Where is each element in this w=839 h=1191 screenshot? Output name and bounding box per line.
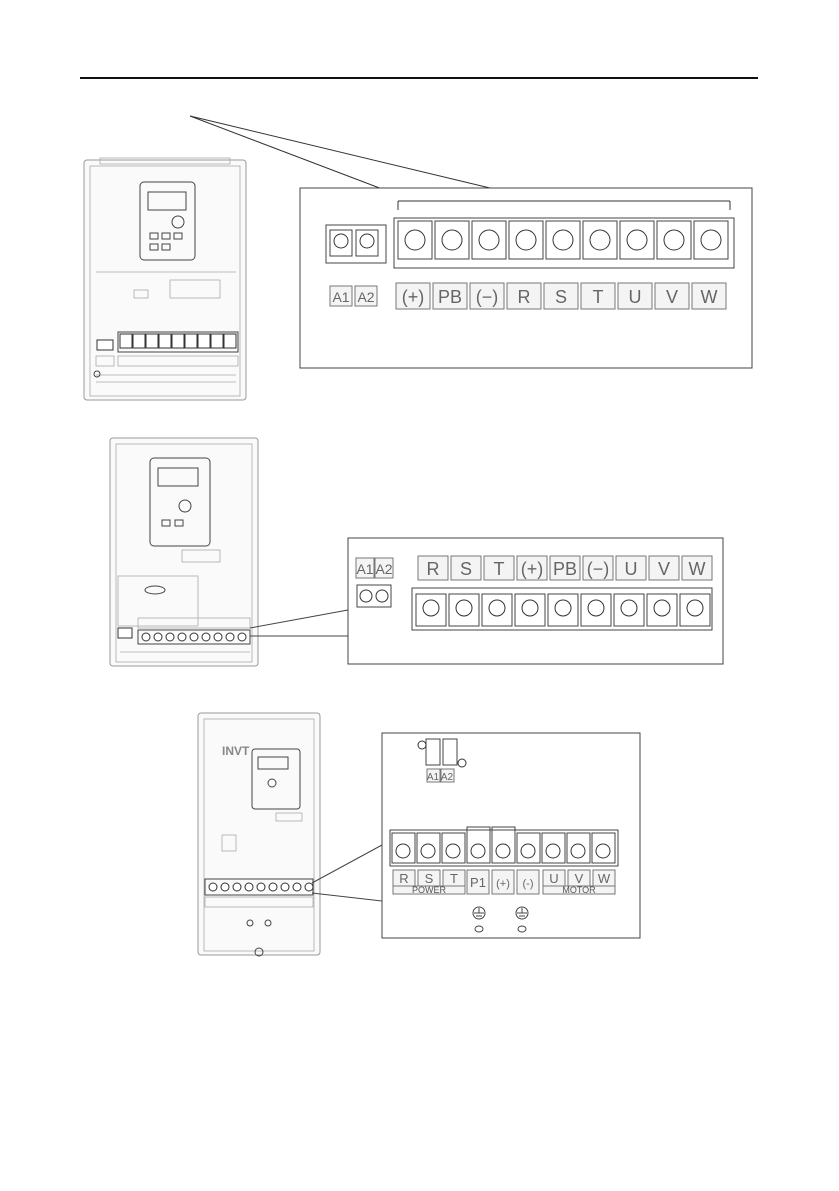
terminal-label: (−) xyxy=(587,559,610,579)
terminal-label: (+) xyxy=(521,559,544,579)
terminal-label: S xyxy=(425,871,434,886)
diagram-2-device-terminals xyxy=(142,633,246,641)
terminal-label: U xyxy=(629,287,642,307)
diagram-3-device: INVT xyxy=(198,713,320,956)
terminal-label: PB xyxy=(438,287,462,307)
aux-label: A1 xyxy=(427,772,440,783)
aux-label: A1 xyxy=(356,561,373,577)
diagram-2-device xyxy=(110,438,258,666)
diagram-2-terminal-labels: R S T (+) PB (−) U V W xyxy=(418,556,712,580)
terminal-label: T xyxy=(450,871,458,886)
brand-logo-text: INVT xyxy=(222,744,250,758)
aux-label: A1 xyxy=(332,289,349,305)
header-rule xyxy=(80,77,758,79)
terminal-label: U xyxy=(625,559,638,579)
aux-label: A2 xyxy=(441,772,454,783)
diagram-3-detail-panel xyxy=(382,733,640,938)
terminal-label: (+) xyxy=(402,287,425,307)
aux-label: A2 xyxy=(357,289,374,305)
terminal-label: PB xyxy=(553,559,577,579)
terminal-label: T xyxy=(593,287,604,307)
terminal-label: V xyxy=(666,287,678,307)
terminal-label: W xyxy=(701,287,718,307)
terminal-label: U xyxy=(549,871,558,886)
diagram-2-aux-labels: A1 A2 xyxy=(356,558,393,578)
group-label-power: POWER xyxy=(412,885,447,895)
terminal-label: R xyxy=(518,287,531,307)
terminal-label: (+) xyxy=(496,878,510,890)
terminal-label: V xyxy=(658,559,670,579)
diagram-3-terminal-labels: R S T P1 (+) (-) U V W POWER MOTOR xyxy=(393,870,615,895)
terminal-label: (−) xyxy=(476,287,499,307)
diagram-3: INVT A1 A2 xyxy=(0,705,839,965)
group-label-motor: MOTOR xyxy=(562,885,596,895)
terminal-label: R xyxy=(399,871,408,886)
diagram-3-device-terminals xyxy=(209,883,313,891)
terminal-label: P1 xyxy=(470,875,486,890)
terminal-label: (-) xyxy=(523,878,534,890)
diagram-1-detail-panel xyxy=(300,188,752,368)
diagram-1-terminal-labels: (+) PB (−) R S T U V W xyxy=(396,283,726,309)
terminal-label: R xyxy=(427,559,440,579)
terminal-label: S xyxy=(460,559,472,579)
terminal-label: S xyxy=(555,287,567,307)
diagram-1: A1 A2 (+) PB (−) R S T U V W xyxy=(0,100,839,410)
terminal-label: W xyxy=(598,871,611,886)
terminal-label: T xyxy=(494,559,505,579)
terminal-label: V xyxy=(575,871,584,886)
diagram-1-device xyxy=(84,158,246,400)
terminal-label: W xyxy=(689,559,706,579)
aux-label: A2 xyxy=(375,561,392,577)
diagram-3-pointer-lines xyxy=(312,845,382,901)
diagram-1-device-terminals xyxy=(120,334,236,348)
diagram-2: A1 A2 R S T (+) PB (−) U V W xyxy=(0,430,839,675)
